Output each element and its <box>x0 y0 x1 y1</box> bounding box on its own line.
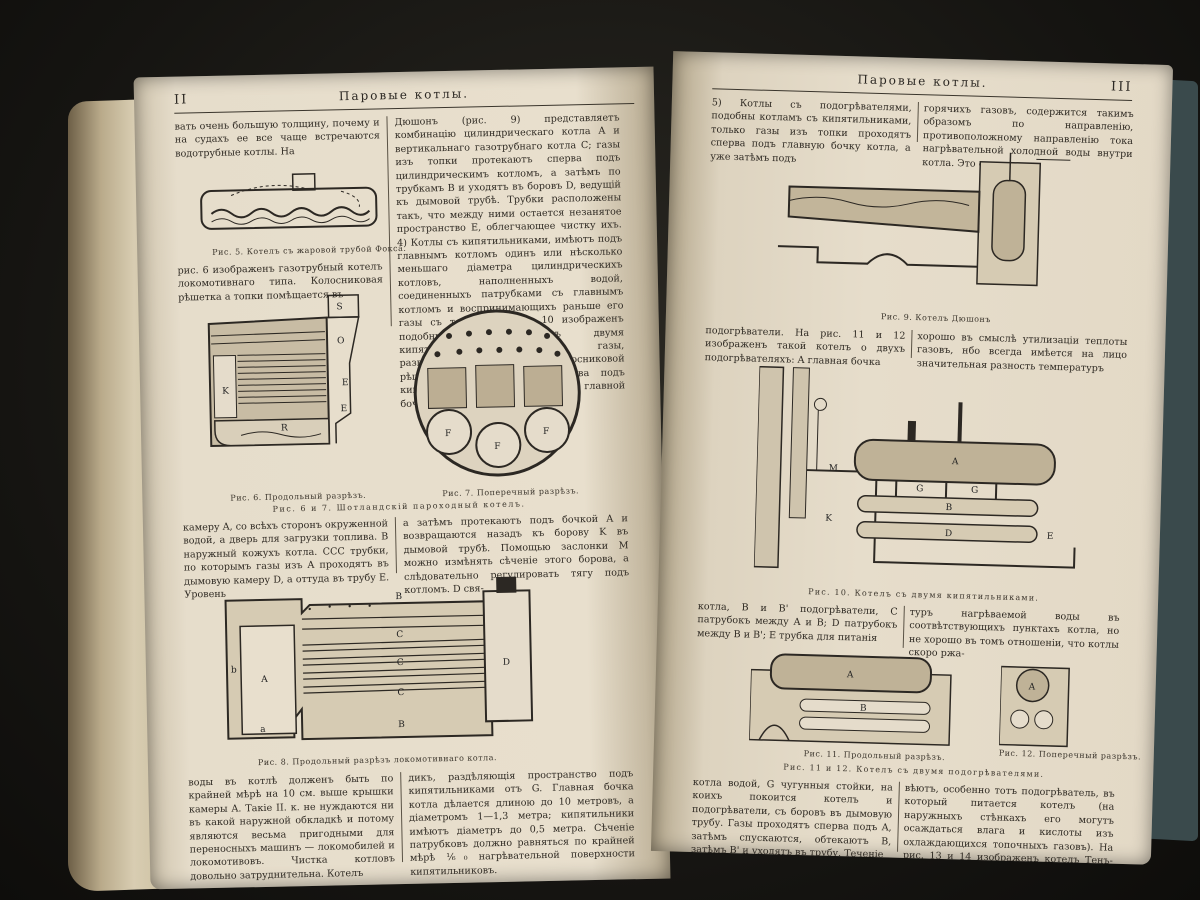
right-page-header: Паровые котлы. III <box>712 66 1133 102</box>
column-divider-r4 <box>897 781 900 852</box>
left-col2-lower-text: а затѣмъ протекаютъ подъ бочкой A и возв… <box>402 513 630 597</box>
column-divider-r3 <box>902 605 905 648</box>
label-m-r: M <box>829 464 838 474</box>
figure-6-caption: Рис. 6. Продольный разрѣзъ. <box>230 490 367 503</box>
label-r: R <box>281 423 288 433</box>
label-c-3: C <box>397 688 404 698</box>
figure-10-boiler-with-boilers: A G G B D K M E <box>753 359 1090 588</box>
figure-9-caption: Рис. 9. Котелъ Дюшонъ <box>880 312 992 325</box>
label-a: A <box>260 675 268 685</box>
right-col1-bottom-text: котла водой, G чугунныя стойки, на коихъ… <box>690 777 893 861</box>
locomotive-boiler-drawing: B C C C B A D b a <box>224 576 534 741</box>
label-a-11: A <box>846 670 854 680</box>
right-page: Паровые котлы. III 5) Котлы съ подогрѣва… <box>650 51 1174 865</box>
boiler-two-boilers-drawing: A G G B D K M E <box>753 365 1076 569</box>
left-col1-lower-text: камеру A, со всѣхъ сторонъ окруженной во… <box>182 518 390 601</box>
left-page: II Паровые котлы. вать очень большую тол… <box>133 66 671 890</box>
preheater-boiler-cross: A <box>999 665 1070 748</box>
label-e: E <box>342 378 349 388</box>
right-page-number: III <box>1110 79 1133 96</box>
label-a-small: a <box>260 725 266 735</box>
figure-5-caption: Рис. 5. Котелъ съ жаровой трубой Фокса. <box>212 243 407 257</box>
right-col2-lower-text: туръ нагрѣваемой воды въ соотвѣтствующих… <box>908 606 1120 660</box>
label-b-top: B <box>395 592 402 602</box>
figure-7-cross-section: F F F <box>408 303 587 487</box>
left-page-header: II Паровые котлы. <box>173 81 635 114</box>
figure-10-caption: Рис. 10. Котелъ съ двумя кипятильниками. <box>808 587 1040 603</box>
label-f-left: F <box>445 429 451 439</box>
figure-6-longitudinal-section: S O E E K R <box>198 293 377 487</box>
column-divider-2 <box>394 517 397 574</box>
figure-12-caption: Рис. 12. Поперечный разрѣзъ. <box>998 748 1142 762</box>
left-col2-top-text: Дюшонъ (рис. 9) представляетъ комбинацію… <box>394 111 625 409</box>
duchon-paragraph: Дюшонъ (рис. 9) представляетъ комбинацію… <box>394 112 622 236</box>
figure-8-caption: Рис. 8. Продольный разрѣзъ локомотивнаго… <box>257 753 498 768</box>
figure-8-locomotive-boiler: B C C C B A D b a <box>219 574 552 751</box>
label-g-2: G <box>971 486 978 496</box>
label-f-right: F <box>543 427 549 437</box>
label-e-2: E <box>340 404 347 414</box>
duchon-boiler-drawing <box>777 152 1071 287</box>
label-d: D <box>503 658 510 668</box>
right-col1-mid-text: подогрѣватели. На рис. 11 и 12 изображен… <box>704 325 906 368</box>
label-b-r: B <box>945 503 952 513</box>
figure-11-longitudinal-section: A B <box>748 650 957 751</box>
label-e-r: E <box>1047 532 1054 542</box>
right-col2-top-text: горячихъ газовъ, содержится такимъ образ… <box>922 103 1134 171</box>
label-k-r: K <box>825 514 832 524</box>
label-c-2: C <box>397 658 404 668</box>
figure-5-fox-boiler <box>190 162 387 246</box>
right-col1-lower-text: котла, B и B' подогрѣватели, C патрубокъ… <box>696 601 898 644</box>
left-col1-bottom-text: воды въ котлѣ долженъ быть по крайней мѣ… <box>188 773 396 883</box>
right-col1-top-text: 5) Котлы съ подогрѣвателями, подобны кот… <box>710 97 912 165</box>
label-d-r: D <box>945 529 952 539</box>
label-a-12: A <box>1028 682 1036 692</box>
figure-11-12-caption: Рис. 11 и 12. Котелъ съ двумя подогрѣват… <box>783 762 1045 779</box>
label-a-r: A <box>951 457 959 467</box>
figure-11-caption: Рис. 11. Продольный разрѣзъ. <box>803 749 946 763</box>
figure-6-7-caption: Рис. 6 и 7. Шотландскій пароходный котел… <box>272 499 526 514</box>
label-c-1: C <box>396 630 403 640</box>
left-col1-top-text: вать очень большую толщину, почему и на … <box>174 117 380 160</box>
figure-9-duchon-boiler <box>777 146 1081 294</box>
fox-boiler-drawing <box>200 172 378 230</box>
column-divider-3 <box>400 772 404 863</box>
left-running-title: Паровые котлы. <box>338 86 470 104</box>
scotch-boiler-cross: F F F <box>413 309 581 477</box>
label-g-1: G <box>916 484 923 494</box>
preheater-boiler-longitudinal: A B <box>748 653 952 746</box>
label-b-small: b <box>231 665 237 675</box>
label-o: O <box>337 336 345 346</box>
right-col2-bottom-text: вѣютъ, особенно тотъ подогрѣватель, въ к… <box>902 782 1115 865</box>
figure-12-cross-section: A <box>999 661 1071 748</box>
label-f-mid: F <box>494 442 500 452</box>
right-col2-mid-text: хорошо въ смыслѣ утилизаціи теплоты газо… <box>916 331 1128 375</box>
right-running-title: Паровые котлы. <box>857 72 988 90</box>
left-col2-bottom-text: дикъ, раздѣляющія пространство подъ кипя… <box>408 768 636 878</box>
label-k: K <box>222 387 229 397</box>
label-s: S <box>336 302 342 312</box>
figure-7-caption: Рис. 7. Поперечный разрѣзъ. <box>442 486 580 499</box>
column-divider-r1 <box>916 102 919 143</box>
scotch-boiler-longitudinal: S O E E K R <box>207 294 360 448</box>
column-divider <box>386 116 392 327</box>
label-b-bottom: B <box>398 720 405 730</box>
label-b-11: B <box>860 704 867 714</box>
column-divider-r2 <box>910 329 913 358</box>
